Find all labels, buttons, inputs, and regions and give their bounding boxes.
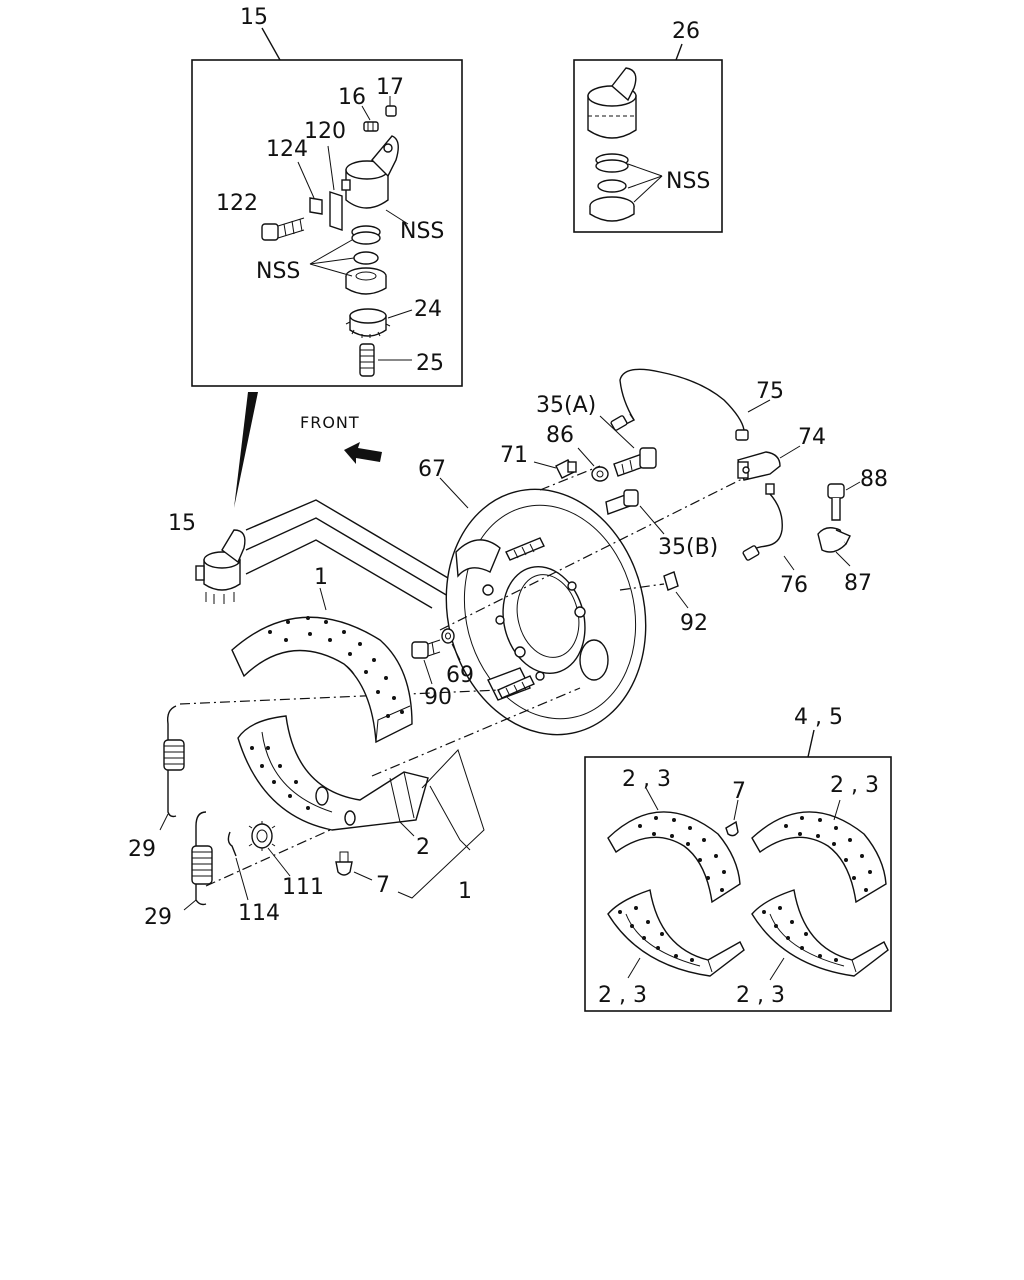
wheel-cylinder-15	[195, 529, 246, 604]
label-7-main: 7	[376, 873, 390, 898]
clip-92	[663, 571, 679, 591]
screw-25	[359, 343, 375, 377]
front-arrow-icon	[344, 442, 382, 464]
label-kit-2-3-b: 2 , 3	[830, 773, 879, 798]
label-92: 92	[680, 611, 708, 636]
seals-26	[589, 153, 635, 222]
kit-shoe-a	[607, 811, 741, 904]
kit-bolt-7	[725, 820, 739, 837]
label-67: 67	[418, 457, 446, 482]
label-kit-2-3-c: 2 , 3	[598, 983, 647, 1008]
piston	[345, 267, 387, 295]
label-17: 17	[376, 75, 404, 100]
label-88: 88	[860, 467, 888, 492]
axis-line-2	[371, 687, 581, 777]
cylinder-body	[341, 135, 399, 209]
washer-69	[441, 628, 455, 644]
routing-line-upper-2	[245, 517, 449, 597]
label-86: 86	[546, 423, 574, 448]
label-76: 76	[780, 573, 808, 598]
sensor-wire-76	[751, 493, 783, 553]
label-124: 124	[266, 137, 308, 162]
label-35a: 35(A)	[536, 393, 596, 418]
label-1-bottom: 1	[458, 879, 472, 904]
bolt-7	[335, 851, 353, 876]
plate-120	[329, 191, 343, 231]
backing-plate-67	[445, 488, 647, 736]
spring-29-lower	[191, 811, 213, 906]
label-87: 87	[844, 571, 872, 596]
label-24: 24	[414, 297, 442, 322]
inset-26: 26 NSS	[573, 19, 723, 233]
plug-71	[555, 459, 577, 479]
label-29-a: 29	[128, 837, 156, 862]
clip-87	[817, 527, 851, 553]
label-26: 26	[672, 19, 700, 44]
inset-26-frame	[573, 59, 723, 233]
spring-29-upper	[163, 705, 185, 818]
kit-4-5-frame	[584, 756, 892, 1012]
bolt-122	[261, 217, 305, 241]
inset-pointer	[234, 392, 258, 508]
label-2: 2	[416, 835, 430, 860]
washer-86	[591, 466, 609, 482]
leader-1	[429, 785, 471, 851]
bleeder-screw-16	[363, 105, 397, 132]
inset-15-frame	[191, 59, 463, 387]
label-16: 16	[338, 85, 366, 110]
label-111: 111	[282, 875, 324, 900]
axis-line-6	[619, 583, 665, 591]
label-90: 90	[424, 685, 452, 710]
inset-15: 15 16 17 120 124	[191, 5, 463, 387]
stud-lower	[497, 675, 535, 699]
adjuster-111	[248, 821, 276, 851]
label-69: 69	[446, 663, 474, 688]
label-kit-2-3-d: 2 , 3	[736, 983, 785, 1008]
label-25: 25	[416, 351, 444, 376]
label-4-5: 4 , 5	[794, 705, 843, 730]
kit-4-5: 4 , 5 2 , 3 7	[584, 705, 892, 1012]
bolt-88	[827, 483, 845, 521]
label-71: 71	[500, 443, 528, 468]
routing-line-upper	[245, 499, 449, 579]
kit-shoe-d	[751, 889, 889, 977]
label-120: 120	[304, 119, 346, 144]
label-nss-c: NSS	[666, 169, 710, 194]
stud-upper	[505, 537, 545, 561]
sensor-wire-75	[619, 368, 745, 431]
pin-114	[227, 831, 237, 857]
label-29-b: 29	[144, 905, 172, 930]
bolt-35a	[613, 447, 657, 477]
adjuster-wheel-24	[345, 308, 391, 338]
bolt-35b	[605, 489, 639, 515]
brake-shoe-upper	[231, 616, 413, 744]
seal-upper	[351, 225, 381, 265]
cylinder-26	[587, 67, 637, 139]
label-15-top: 15	[240, 5, 268, 30]
label-75: 75	[756, 379, 784, 404]
label-nss-a: NSS	[400, 219, 444, 244]
label-35b: 35(B)	[658, 535, 718, 560]
kit-shoe-c	[607, 889, 745, 977]
sensor-wire-75-end	[625, 413, 636, 425]
axis-line-4	[205, 829, 331, 887]
label-15-side: 15	[168, 511, 196, 536]
brake-shoe-lower	[237, 715, 429, 831]
kit-shoe-b	[751, 811, 887, 904]
bolt-90	[411, 639, 441, 659]
label-nss-b: NSS	[256, 259, 300, 284]
label-1-top: 1	[314, 565, 328, 590]
sensor-74	[737, 451, 781, 495]
label-kit-2-3-a: 2 , 3	[622, 767, 671, 792]
routing-line-lower	[245, 539, 433, 609]
axis-line-3	[179, 689, 501, 705]
label-114: 114	[238, 901, 280, 926]
label-kit-7: 7	[732, 779, 746, 804]
label-122: 122	[216, 191, 258, 216]
label-74: 74	[798, 425, 826, 450]
bracket-124	[309, 197, 323, 215]
leader-bracket	[397, 749, 485, 899]
front-label: FRONT	[300, 413, 360, 432]
